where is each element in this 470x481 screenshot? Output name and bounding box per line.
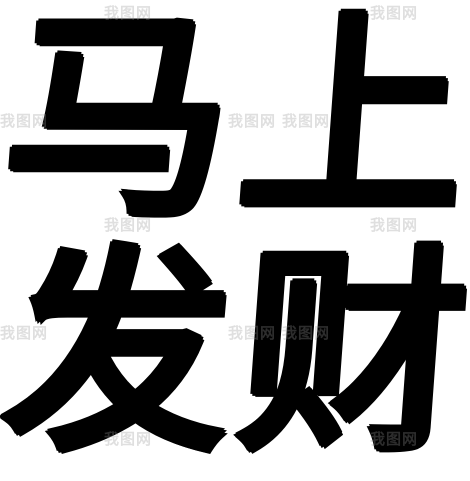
calligraphy-char-fa: 发 [0, 225, 240, 481]
char-shang-text: 上 [229, 0, 470, 246]
char-fa-text: 发 [0, 224, 241, 481]
calligraphy-char-shang: 上 [230, 0, 470, 246]
calligraphy-char-ma: 马 [0, 0, 240, 246]
char-cai-text: 财 [229, 224, 470, 481]
calligraphy-char-cai: 财 [230, 225, 470, 481]
char-ma-text: 马 [0, 0, 241, 246]
